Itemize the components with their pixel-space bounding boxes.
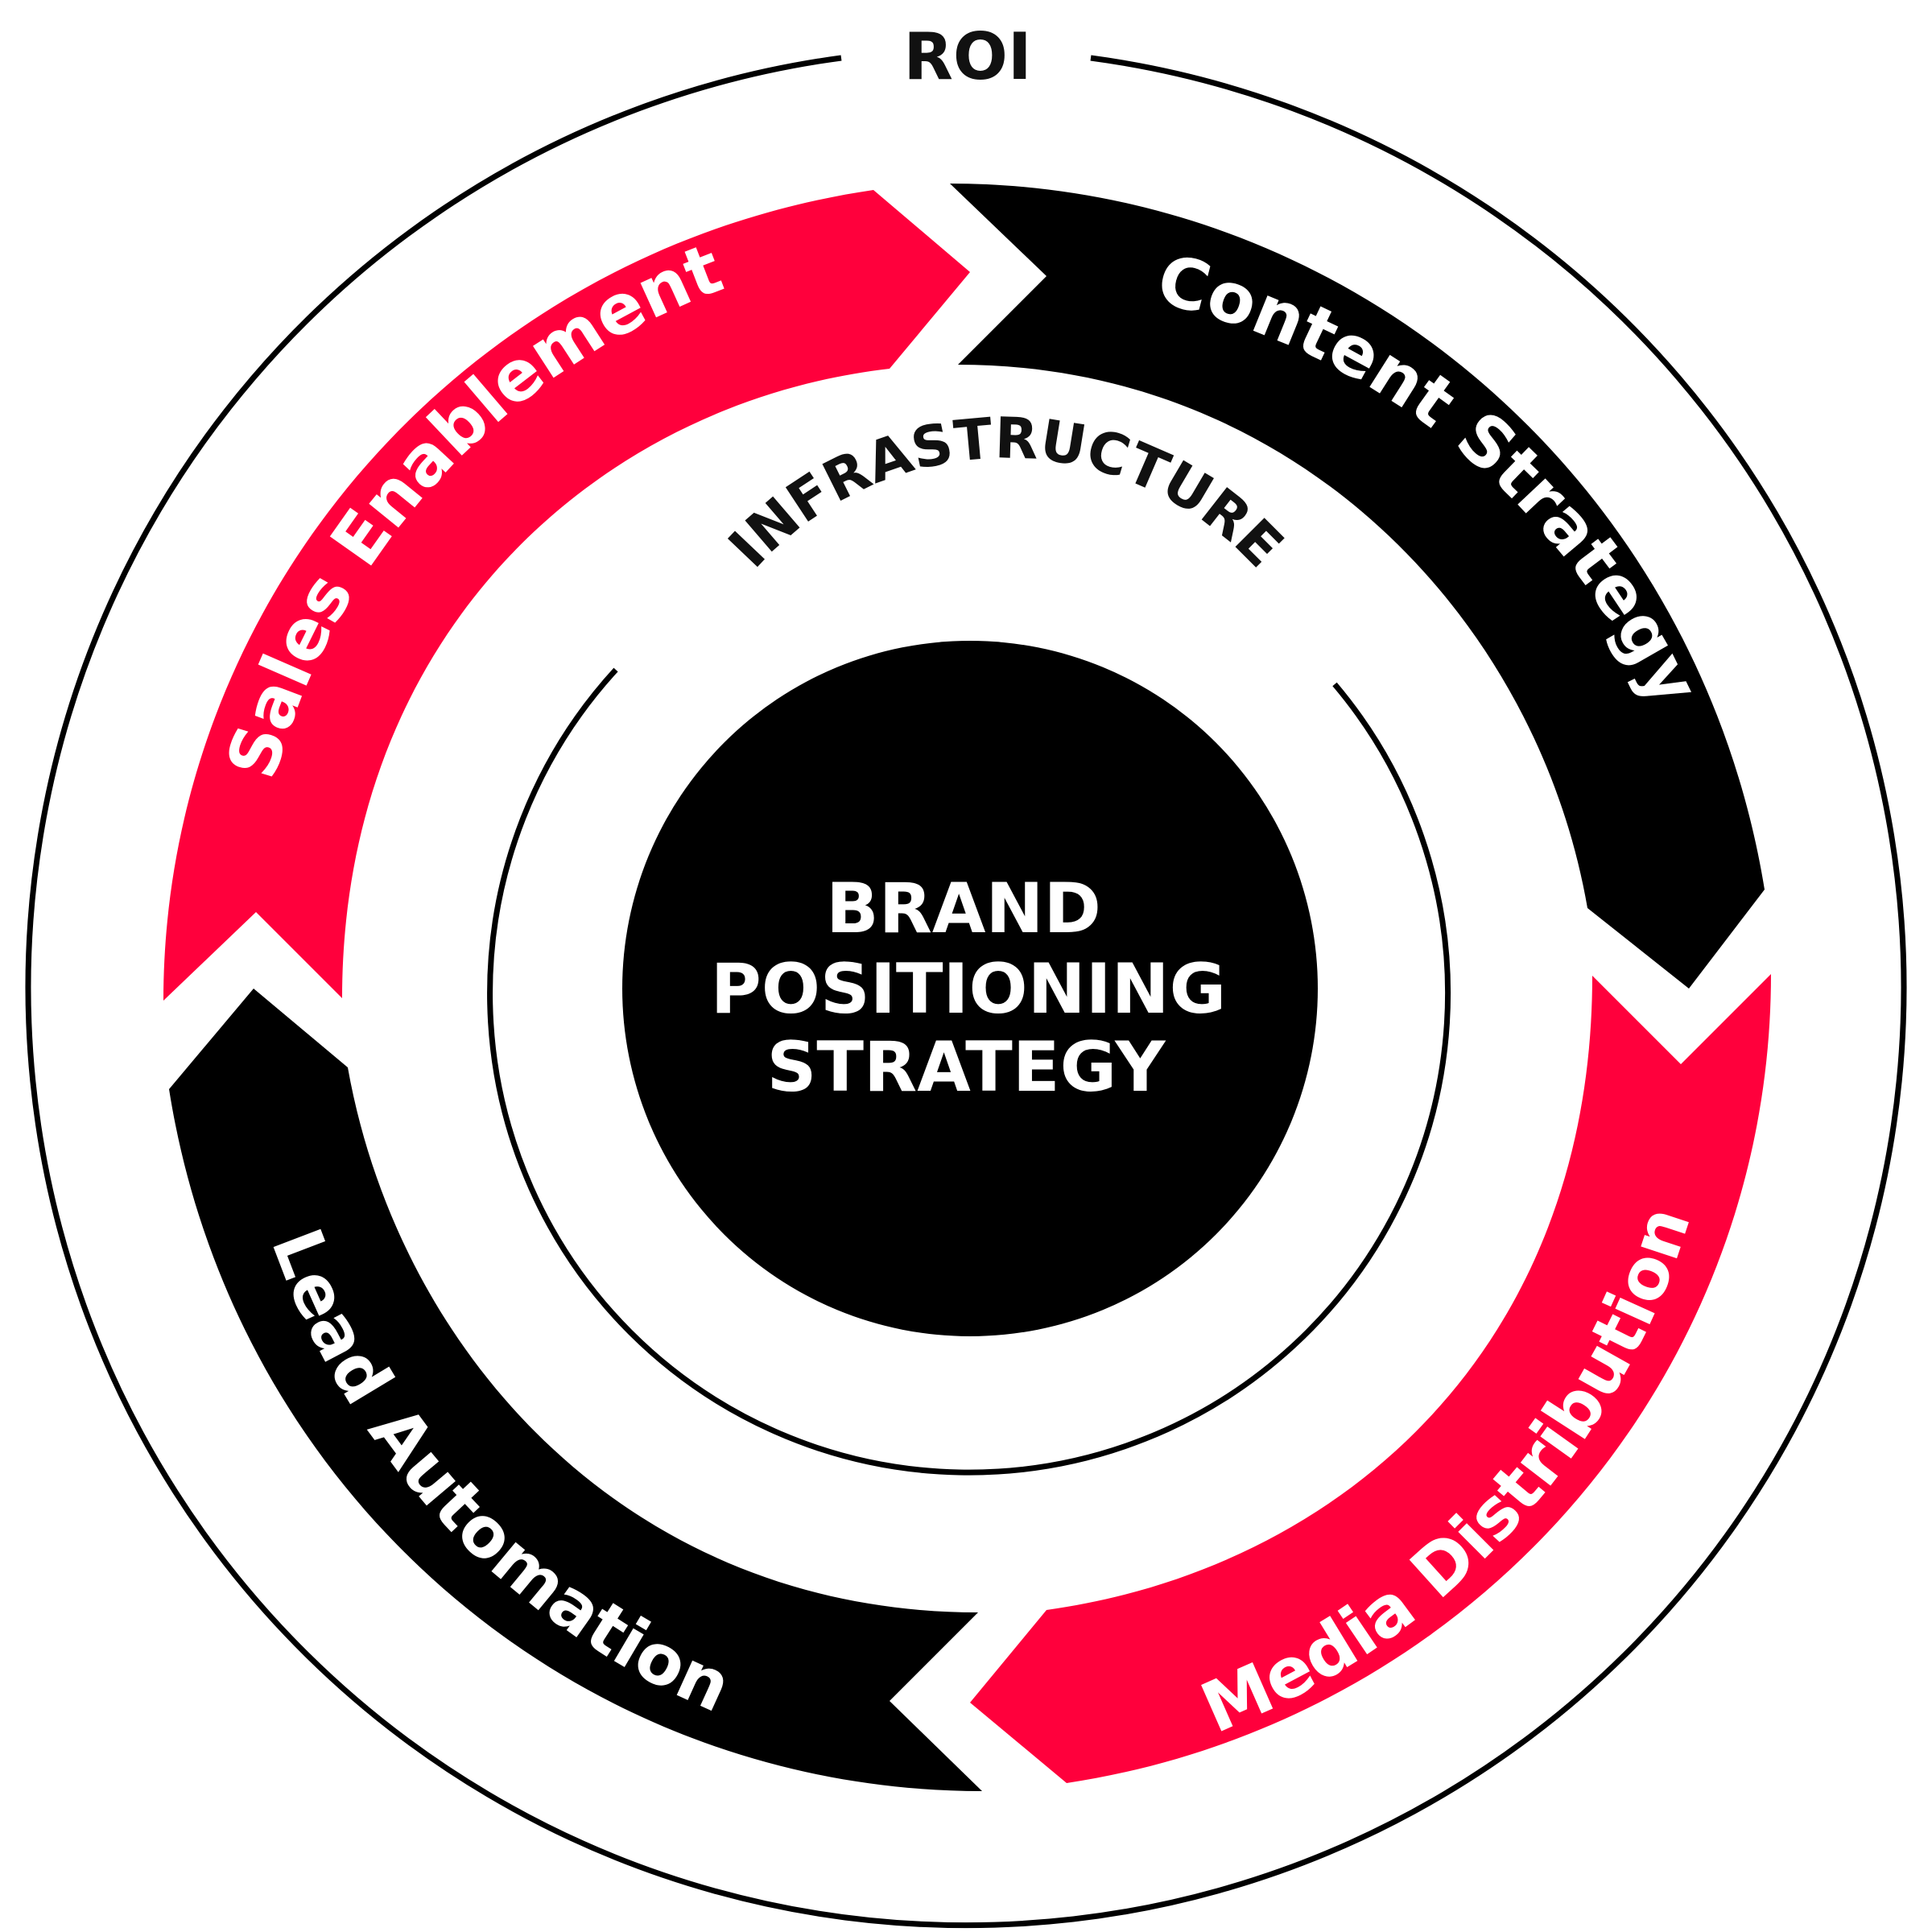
sales-enablement-arrow [163,190,970,1001]
infrastructure-label: INFRASTRUCTURE [716,405,1295,580]
brand-positioning-core: BRAND POSITIONING STRATEGY [622,641,1318,1336]
roi-ring: ROI [25,19,1907,1929]
lead-automation-arrow [169,989,982,1791]
media-distribution-arrow [970,974,1771,1783]
roi-label: ROI [903,19,1031,94]
roi-ring-circle [25,55,1907,1929]
content-strategy-arrow [950,184,1765,989]
center-line-2: POSITIONING [711,949,1226,1030]
infrastructure-ring-circle [487,667,1451,1476]
center-line-3: STRATEGY [766,1027,1166,1108]
cycle-arrows [163,184,1771,1791]
center-circle [622,641,1318,1336]
center-line-1: BRAND [826,869,1101,949]
